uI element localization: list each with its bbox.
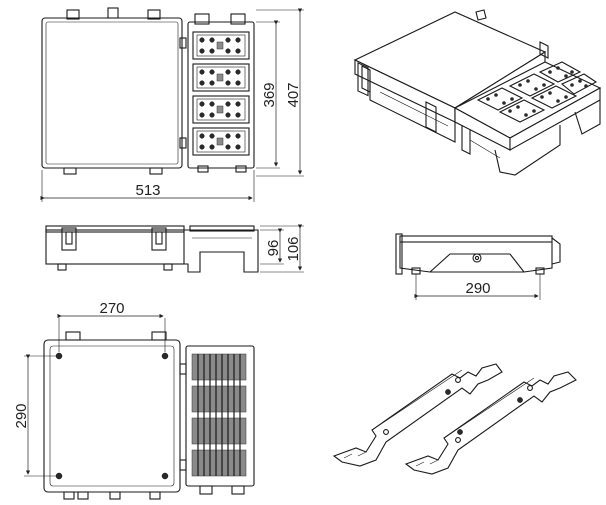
iso-terminal-blocks xyxy=(476,61,598,123)
dim-front-width: 290 xyxy=(465,280,490,297)
heat-sink-fins xyxy=(191,353,247,477)
bracket-2 xyxy=(404,371,577,475)
dim-bottom-height: 290 xyxy=(13,403,30,428)
top-view: 513 369 407 xyxy=(40,7,304,202)
terminal-block-1 xyxy=(192,31,250,60)
side-view: 96 106 xyxy=(45,224,304,273)
dim-side-inner-height: 96 xyxy=(265,240,282,257)
dim-bottom-width: 270 xyxy=(99,300,124,317)
terminal-block-2 xyxy=(192,63,250,92)
dim-top-width: 513 xyxy=(135,182,160,199)
dim-top-inner-height: 369 xyxy=(261,82,278,107)
dim-top-outer-height: 407 xyxy=(285,82,302,107)
bottom-view: 270 290 xyxy=(13,300,255,500)
front-view: 290 xyxy=(395,233,561,300)
bracket-1 xyxy=(332,363,503,467)
terminal-block-3 xyxy=(192,95,250,124)
terminal-block-4 xyxy=(192,127,250,156)
mounting-brackets xyxy=(332,363,577,475)
dim-side-outer-height: 106 xyxy=(285,236,302,261)
isometric-view xyxy=(353,9,602,176)
